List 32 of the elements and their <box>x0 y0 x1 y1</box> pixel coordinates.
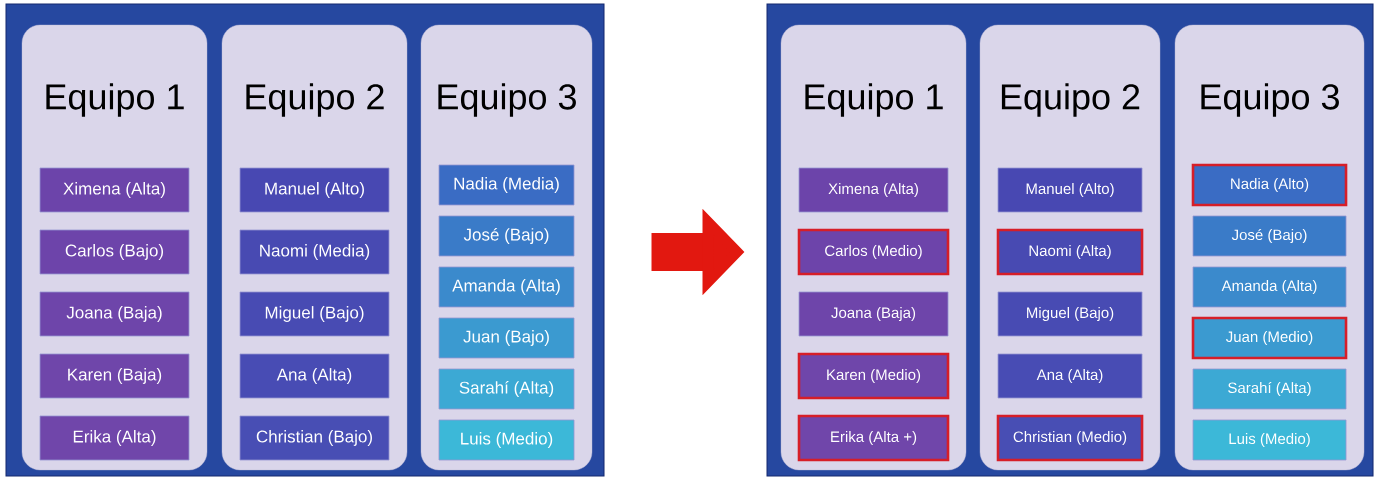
name-box: Carlos (Medio) <box>797 228 950 276</box>
name-box: Nadia (Alto) <box>1191 163 1348 207</box>
name-box: Miguel (Bajo) <box>239 291 390 337</box>
name-box: Juan (Bajo) <box>438 317 575 359</box>
name-box: Joana (Baja) <box>39 291 190 337</box>
name-box: Amanda (Alta) <box>438 266 575 308</box>
name-box: Naomi (Media) <box>239 229 390 275</box>
name-box: José (Bajo) <box>438 215 575 257</box>
name-box: Sarahí (Alta) <box>1192 368 1347 410</box>
name-box: Karen (Medio) <box>797 352 950 400</box>
name-box: Erika (Alta +) <box>797 414 950 462</box>
name-box: Sarahí (Alta) <box>438 368 575 410</box>
name-box: Luis (Medio) <box>1192 419 1347 461</box>
name-box: Ximena (Alta) <box>39 167 190 213</box>
name-box: Luis (Medio) <box>438 419 575 461</box>
name-box: Naomi (Alta) <box>996 228 1144 276</box>
name-box: Manuel (Alto) <box>239 167 390 213</box>
name-box: Joana (Baja) <box>798 291 949 337</box>
name-box: Christian (Medio) <box>996 414 1144 462</box>
name-box: Juan (Medio) <box>1191 316 1348 360</box>
name-box: Miguel (Bajo) <box>997 291 1143 337</box>
name-box: Erika (Alta) <box>39 415 190 461</box>
name-box: José (Bajo) <box>1192 215 1347 257</box>
name-box: Christian (Bajo) <box>239 415 390 461</box>
name-box: Carlos (Bajo) <box>39 229 190 275</box>
name-box: Manuel (Alto) <box>997 167 1143 213</box>
name-box: Ana (Alta) <box>997 353 1143 399</box>
name-box: Amanda (Alta) <box>1192 266 1347 308</box>
name-box: Ana (Alta) <box>239 353 390 399</box>
name-box: Karen (Baja) <box>39 353 190 399</box>
name-box: Ximena (Alta) <box>798 167 949 213</box>
name-box: Nadia (Media) <box>438 164 575 206</box>
